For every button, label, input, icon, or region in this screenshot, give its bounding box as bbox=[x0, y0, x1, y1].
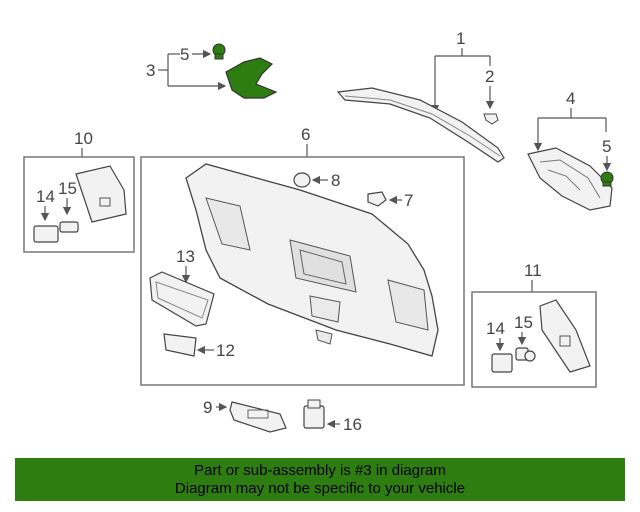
callout-3: 3 bbox=[146, 61, 155, 80]
clip-5-highlighted-right bbox=[600, 171, 614, 187]
part-13-cover[interactable]: 13 bbox=[149, 247, 215, 327]
part-12-lens[interactable]: 12 bbox=[163, 333, 235, 360]
callout-14-left: 14 bbox=[36, 187, 55, 206]
part-16-connector[interactable]: 16 bbox=[303, 399, 362, 434]
part-7-clip[interactable]: 7 bbox=[367, 191, 413, 210]
callout-14-right: 14 bbox=[486, 319, 505, 338]
clip-5-highlighted bbox=[212, 43, 226, 60]
callout-15-left: 15 bbox=[58, 179, 77, 198]
callout-15-right: 15 bbox=[514, 313, 533, 332]
callout-8: 8 bbox=[331, 171, 340, 190]
callout-13: 13 bbox=[176, 247, 195, 266]
part-11-group[interactable]: 11 14 15 bbox=[471, 261, 597, 388]
part-6-liftgate-trim[interactable]: 6 bbox=[140, 125, 465, 386]
parts-diagram: 3 5 1 2 4 5 bbox=[23, 29, 614, 434]
part-10-group[interactable]: 10 14 15 bbox=[23, 129, 135, 253]
part-9-handle[interactable]: 9 bbox=[203, 398, 287, 433]
callout-9: 9 bbox=[203, 398, 212, 417]
callout-2: 2 bbox=[485, 67, 494, 86]
callout-7: 7 bbox=[404, 191, 413, 210]
part-4-bracket[interactable]: 4 5 bbox=[527, 89, 614, 211]
callout-10: 10 bbox=[74, 129, 93, 148]
callout-5-right: 5 bbox=[602, 137, 611, 156]
callout-6: 6 bbox=[301, 125, 310, 144]
callout-4: 4 bbox=[566, 89, 575, 108]
part-3-assembly[interactable]: 3 5 bbox=[146, 43, 278, 99]
banner-line-2: Diagram may not be specific to your vehi… bbox=[174, 480, 466, 497]
callout-1: 1 bbox=[456, 29, 465, 48]
part-1-spoiler[interactable]: 1 bbox=[336, 29, 505, 163]
part-3-highlighted bbox=[225, 57, 278, 99]
callout-12: 12 bbox=[216, 341, 235, 360]
callout-16: 16 bbox=[343, 415, 362, 434]
info-banner: Part or sub-assembly is #3 in diagram Di… bbox=[15, 458, 625, 501]
callout-11: 11 bbox=[524, 261, 542, 280]
banner-line-1: Part or sub-assembly is #3 in diagram bbox=[194, 462, 446, 479]
part-8-clip[interactable]: 8 bbox=[293, 171, 340, 190]
part-2-clip[interactable]: 2 bbox=[483, 67, 499, 125]
callout-5-top: 5 bbox=[180, 45, 189, 64]
